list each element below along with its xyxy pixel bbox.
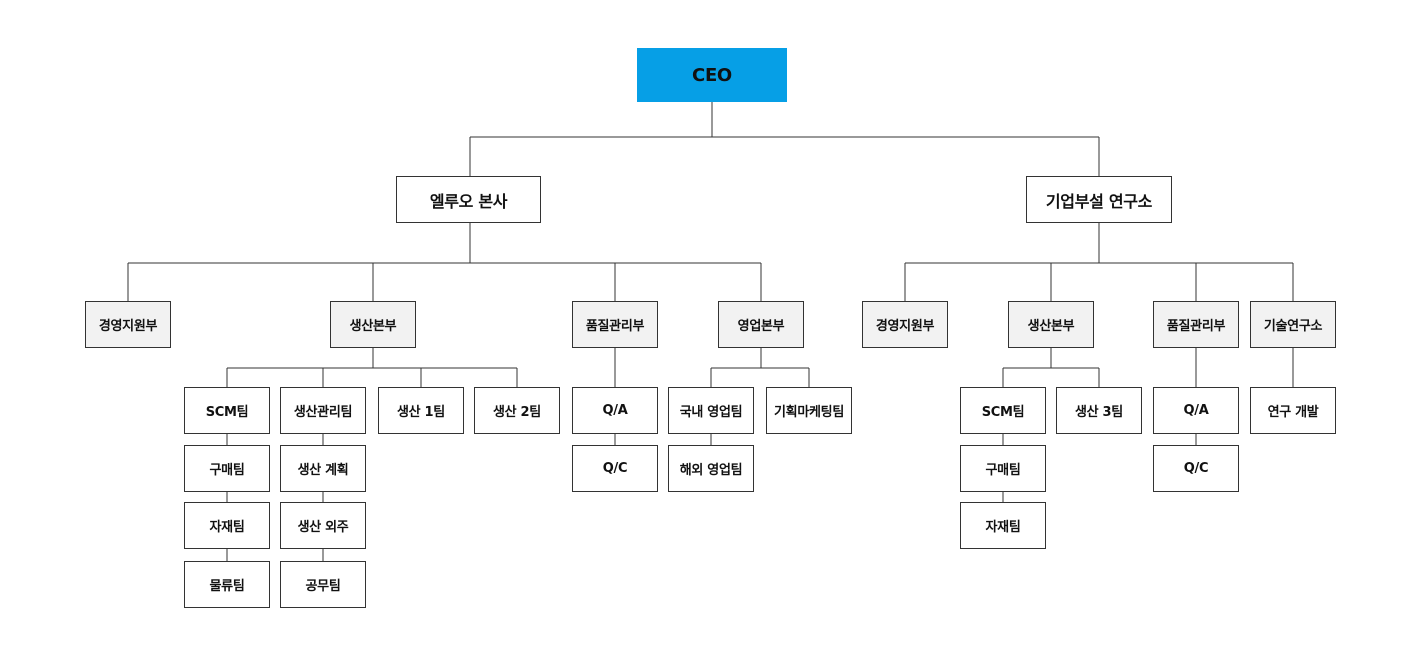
hq-box: 엘루오 본사	[396, 176, 541, 223]
lab-quality-box: 품질관리부	[1153, 301, 1239, 348]
lab-purchasing-team-box: 구매팀	[960, 445, 1046, 492]
lab-production-box: 생산본부	[1008, 301, 1094, 348]
hq-management-support-box: 경영지원부	[85, 301, 171, 348]
hq-scm-team-box: SCM팀	[184, 387, 270, 434]
lab-qa-box: Q/A	[1153, 387, 1239, 434]
hq-production-planning-box: 생산 계획	[280, 445, 366, 492]
hq-sales-box: 영업본부	[718, 301, 804, 348]
hq-production-management-box: 생산관리팀	[280, 387, 366, 434]
hq-qc-box: Q/C	[572, 445, 658, 492]
lab-management-support-box: 경영지원부	[862, 301, 948, 348]
lab-scm-team-box: SCM팀	[960, 387, 1046, 434]
lab-production-3-box: 생산 3팀	[1056, 387, 1142, 434]
hq-logistics-team-box: 물류팀	[184, 561, 270, 608]
lab-rnd-box: 연구 개발	[1250, 387, 1336, 434]
hq-quality-box: 품질관리부	[572, 301, 658, 348]
hq-qa-box: Q/A	[572, 387, 658, 434]
hq-domestic-sales-box: 국내 영업팀	[668, 387, 754, 434]
hq-production-box: 생산본부	[330, 301, 416, 348]
hq-materials-team-box: 자재팀	[184, 502, 270, 549]
hq-overseas-sales-box: 해외 영업팀	[668, 445, 754, 492]
lab-qc-box: Q/C	[1153, 445, 1239, 492]
hq-production-outsourcing-box: 생산 외주	[280, 502, 366, 549]
hq-planning-marketing-box: 기획마케팅팀	[766, 387, 852, 434]
hq-production-2-box: 생산 2팀	[474, 387, 560, 434]
ceo-box: CEO	[637, 48, 787, 102]
hq-purchasing-team-box: 구매팀	[184, 445, 270, 492]
lab-materials-team-box: 자재팀	[960, 502, 1046, 549]
lab-research-box: 기술연구소	[1250, 301, 1336, 348]
lab-box: 기업부설 연구소	[1026, 176, 1172, 223]
hq-facilities-team-box: 공무팀	[280, 561, 366, 608]
hq-production-1-box: 생산 1팀	[378, 387, 464, 434]
